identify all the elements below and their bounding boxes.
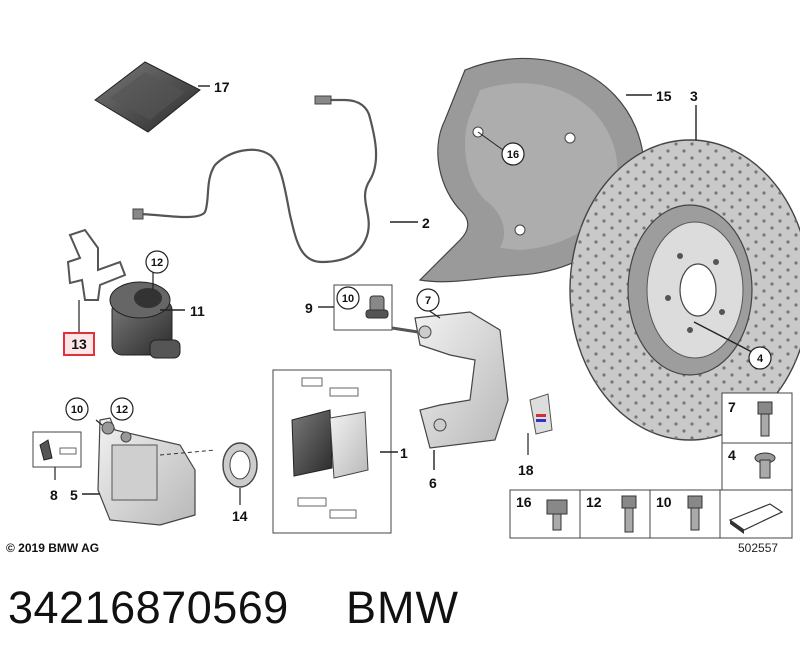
bolt-12-icon [621,495,637,533]
callout-circle-12b: 12 [110,397,134,421]
part-8-box [32,431,82,468]
svg-text:10: 10 [71,404,83,416]
callout-3: 3 [690,88,698,104]
bolt-4-icon [754,452,776,479]
svg-text:16: 16 [507,149,519,161]
part-caption: 34216870569 BMW [0,582,800,652]
callout-15: 15 [656,88,672,104]
bolt-7-icon [757,401,773,437]
part-1-brake-pad-set [272,369,392,534]
callout-2: 2 [422,215,430,231]
brand-name: BMW [346,582,459,633]
svg-text:7: 7 [425,295,431,307]
part-17-package [94,61,201,133]
part-7-caliper-carrier [391,311,509,449]
callout-circle-12a: 12 [145,250,169,274]
legend-label-16: 16 [516,494,532,510]
svg-text:12: 12 [151,257,163,269]
callout-8: 8 [50,487,58,503]
svg-text:10: 10 [342,293,354,305]
callout-18: 18 [518,462,534,478]
part-5-brake-caliper [97,417,216,526]
part-3-brake-disc [569,139,800,441]
callout-1: 1 [400,445,408,461]
part-number: 34216870569 [8,582,289,633]
part-2-wear-sensor [132,95,378,264]
svg-text:13: 13 [71,336,87,352]
callout-circle-10b: 10 [65,397,89,421]
callout-5: 5 [70,487,78,503]
bolt-16-icon [546,499,568,531]
callout-circle-7: 7 [416,288,440,312]
svg-text:4: 4 [757,353,764,365]
part-14-seal-ring [222,442,258,488]
callout-circle-16: 16 [501,142,525,166]
bolt-10-icon [687,495,703,531]
callout-6: 6 [429,475,437,491]
svg-text:12: 12 [116,404,128,416]
legend-label-4: 4 [728,447,736,463]
legend-label-12: 12 [586,494,602,510]
callout-11: 11 [190,303,205,319]
part-11-parking-brake-actuator [109,281,181,359]
callout-13-highlighted[interactable]: 13 [63,332,95,356]
legend-label-7: 7 [728,399,736,415]
arrow-icon [728,503,784,534]
legend-label-10: 10 [656,494,672,510]
drawing-number: 502557 [738,541,779,555]
callout-17: 17 [214,79,230,95]
callout-circle-10a: 10 [336,286,360,310]
callout-14: 14 [232,508,248,524]
copyright-notice: © 2019 BMW AG [6,541,100,555]
part-13-bracket [66,228,127,301]
fastener-legend [509,392,793,539]
callout-circle-4: 4 [748,346,772,370]
callout-9: 9 [305,300,313,316]
part-18-clip [529,393,553,435]
